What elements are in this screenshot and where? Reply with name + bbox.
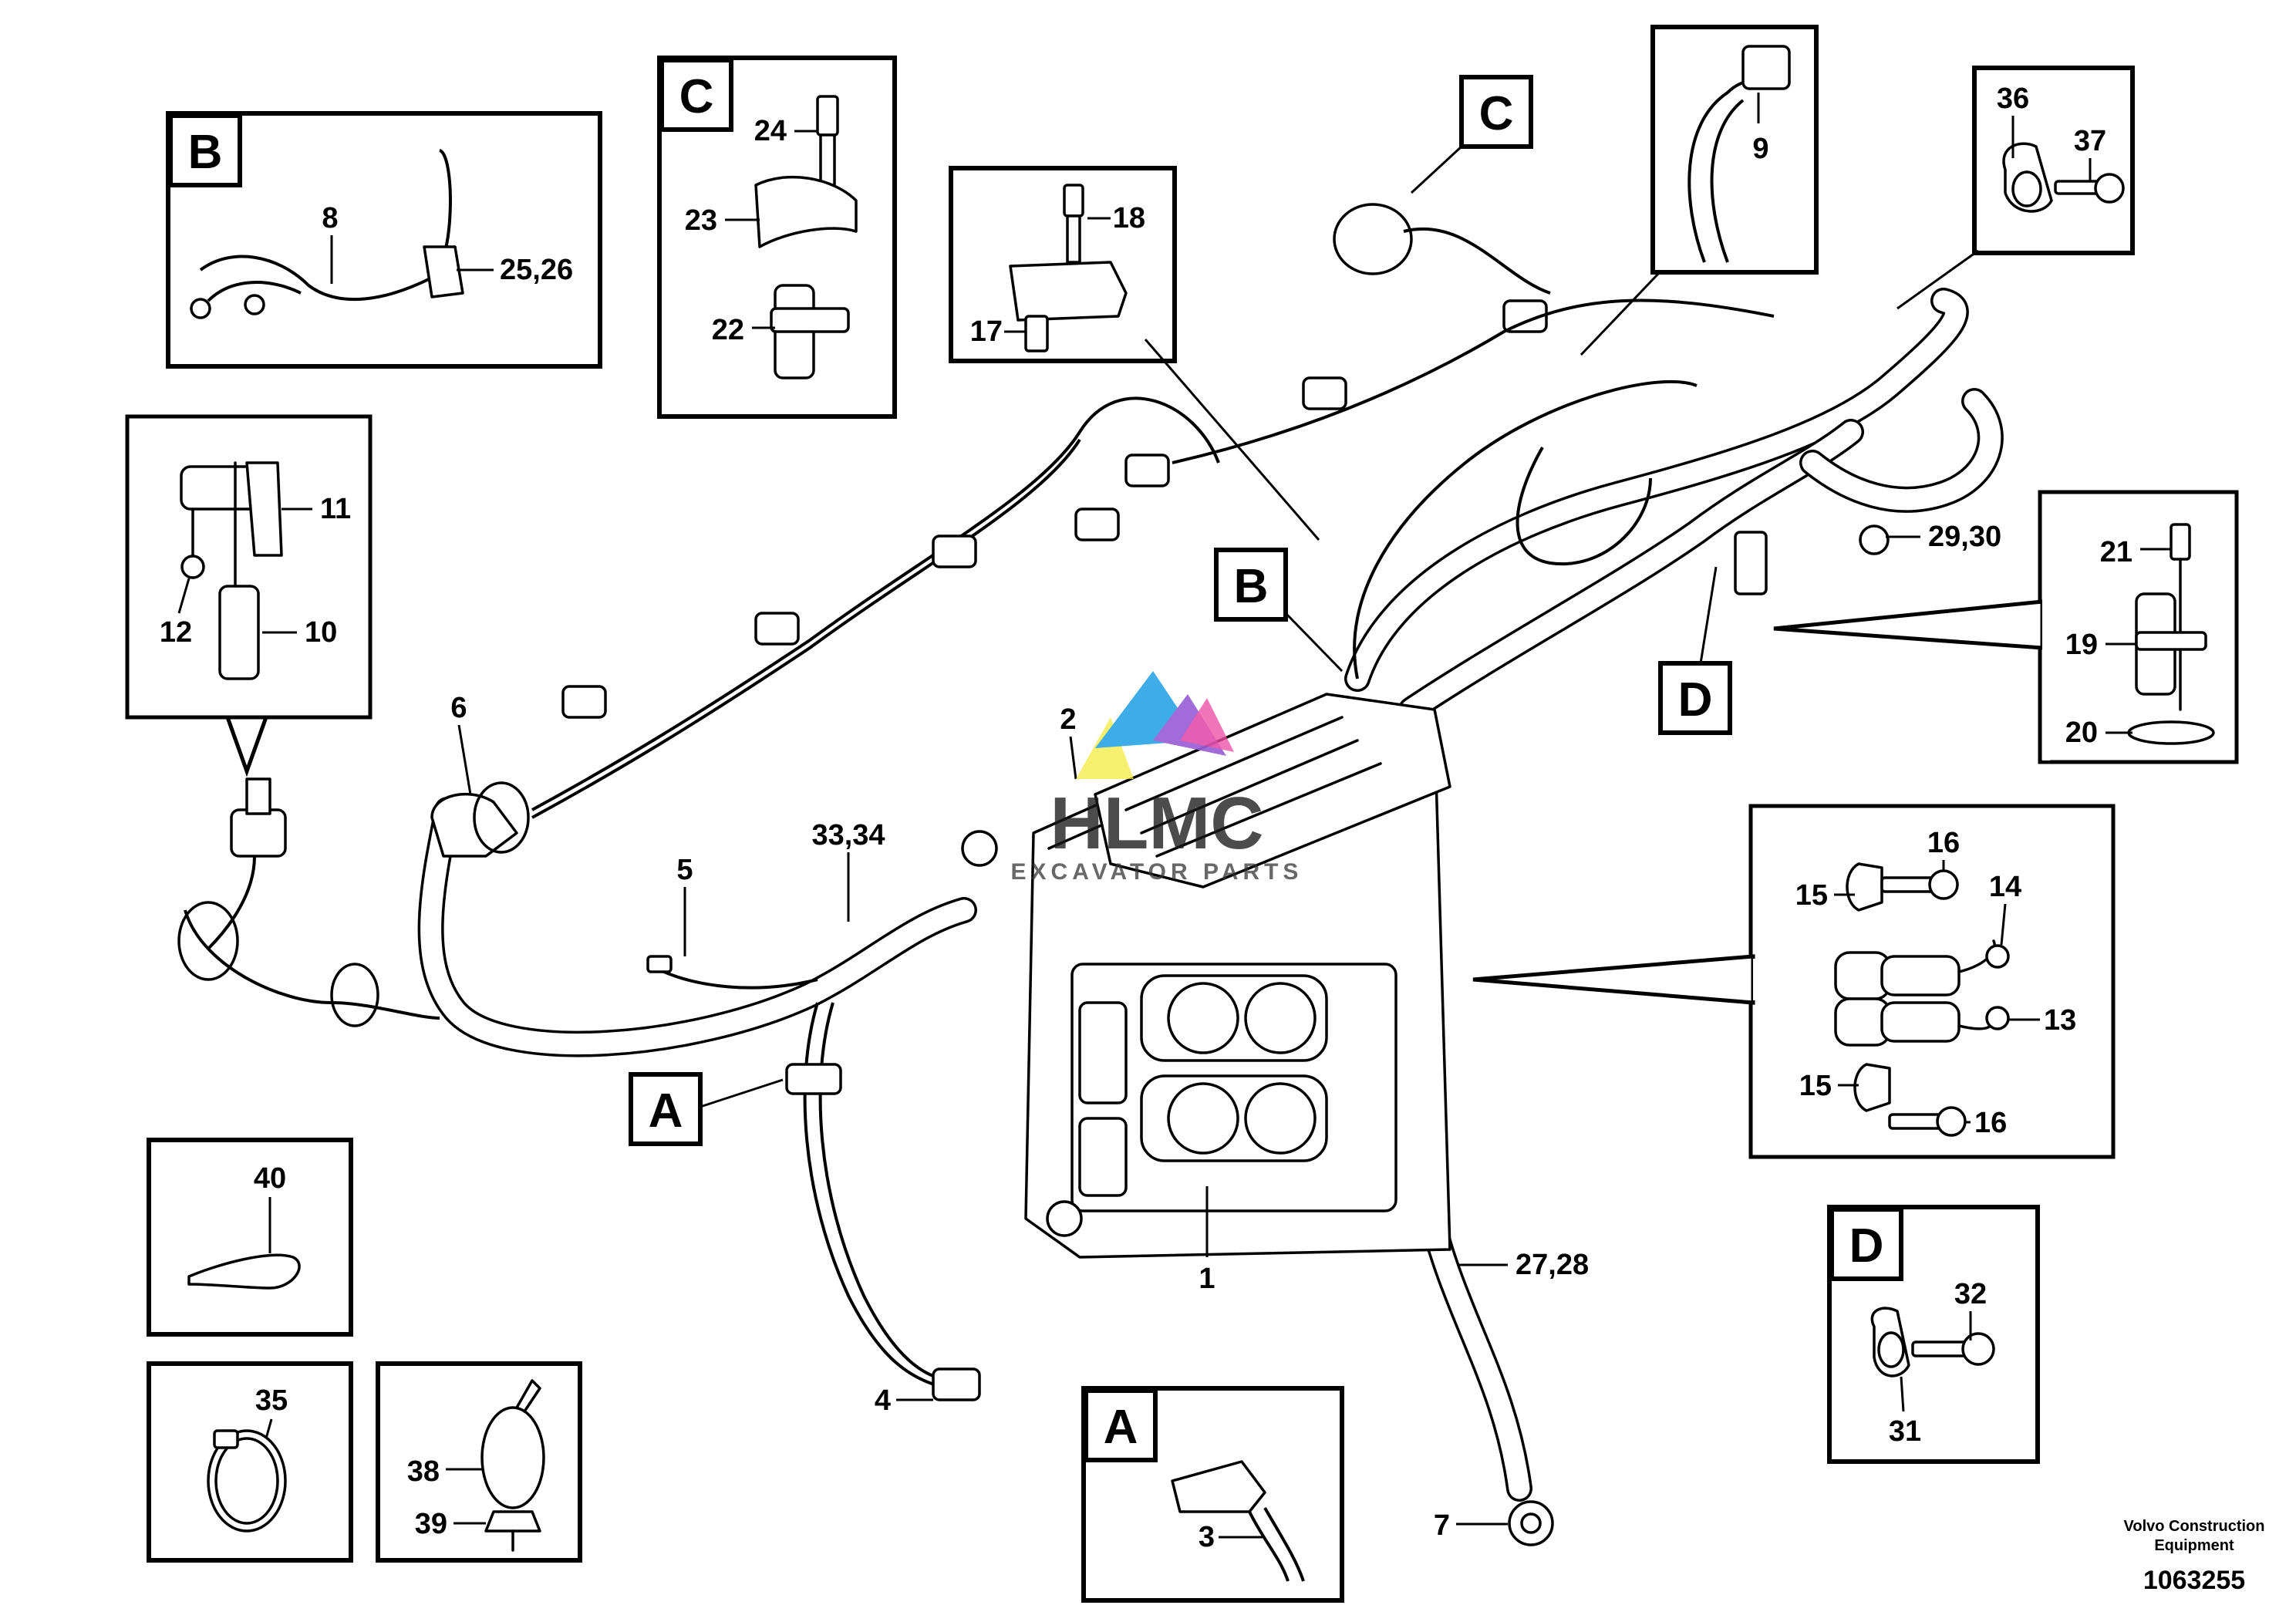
callout-36: 36 xyxy=(1997,83,2029,115)
callout-22: 22 xyxy=(712,314,744,346)
callout-18: 18 xyxy=(1113,202,1145,234)
callout-27-28: 27,28 xyxy=(1515,1249,1589,1281)
callout-8: 8 xyxy=(322,202,338,234)
detail-tag-d-pointer: D xyxy=(1658,566,1732,735)
main-harness xyxy=(177,288,2004,1546)
callout-13: 13 xyxy=(2044,1004,2076,1037)
callout-15-bottom: 15 xyxy=(1799,1070,1832,1102)
callout-40: 40 xyxy=(254,1162,286,1195)
detail-box-35: 35 xyxy=(147,1361,353,1563)
main-callouts: 6 2 33,34 5 1 27,28 29,30 4 7 xyxy=(450,521,2001,1542)
callout-24: 24 xyxy=(754,115,787,147)
detail-tag-a-pointer: A xyxy=(629,1072,784,1146)
footer-block: Volvo Construction Equipment 1063255 xyxy=(2124,1518,2265,1595)
watermark-tagline: EXCAVATOR PARTS xyxy=(1011,859,1303,885)
detail-box-10-11-12: 11 10 12 xyxy=(125,414,373,950)
detail-tag-d: D xyxy=(1849,1219,1884,1273)
callout-37: 37 xyxy=(2074,125,2106,157)
callout-14: 14 xyxy=(1989,871,2021,903)
watermark-logo: HLMC EXCAVATOR PARTS xyxy=(1011,671,1303,885)
detail-box-40: 40 xyxy=(147,1138,353,1337)
footer-company-line1: Volvo Construction xyxy=(2124,1518,2265,1535)
callout-32: 32 xyxy=(1954,1278,1987,1310)
callout-23: 23 xyxy=(685,204,717,237)
callout-2: 2 xyxy=(1060,703,1076,736)
footer-company-line2: Equipment xyxy=(2154,1537,2234,1554)
callout-15-top: 15 xyxy=(1795,879,1828,912)
detail-tag-d-2: D xyxy=(1678,673,1713,727)
callout-16-top: 16 xyxy=(1927,827,1960,859)
callout-3: 3 xyxy=(1199,1521,1215,1553)
callout-1: 1 xyxy=(1199,1263,1215,1295)
callout-9: 9 xyxy=(1752,133,1768,165)
callout-21: 21 xyxy=(2100,536,2132,568)
drawing-number: 1063255 xyxy=(2143,1566,2245,1595)
detail-box-b: B 8 25,26 xyxy=(166,111,602,369)
detail-box-19-20-21: 21 19 20 xyxy=(1773,490,2239,764)
callout-5: 5 xyxy=(676,854,693,886)
callout-17: 17 xyxy=(970,315,1003,348)
watermark-brand: HLMC xyxy=(1050,782,1263,865)
detail-tag-a: A xyxy=(1104,1401,1138,1454)
callout-31: 31 xyxy=(1889,1415,1921,1448)
detail-box-13-16: 15 16 14 13 15 16 xyxy=(1472,804,2116,1159)
detail-tag-b-2: B xyxy=(1234,560,1269,613)
detail-box-9: 9 xyxy=(1580,25,1819,356)
sensor-connector xyxy=(561,299,1548,719)
detail-tag-c-pointer: C xyxy=(1333,75,1551,295)
callout-10: 10 xyxy=(305,616,337,649)
callout-33-34: 33,34 xyxy=(811,819,885,851)
detail-box-sensor-17-18: 18 17 xyxy=(949,166,1320,541)
callout-6: 6 xyxy=(450,692,467,724)
callout-29-30: 29,30 xyxy=(1928,521,2001,553)
callout-7: 7 xyxy=(1434,1509,1450,1542)
callout-19: 19 xyxy=(2065,629,2098,661)
callout-38: 38 xyxy=(407,1455,440,1488)
callout-16-bottom: 16 xyxy=(1974,1107,2007,1139)
callout-39: 39 xyxy=(415,1508,447,1540)
detail-tag-a-2: A xyxy=(649,1084,683,1138)
callout-25-26: 25,26 xyxy=(500,254,573,286)
detail-box-d: D 32 31 xyxy=(1827,1205,2040,1464)
detail-box-38-39: 38 39 xyxy=(376,1361,582,1563)
detail-tag-b: B xyxy=(188,126,223,179)
detail-box-36-37: 36 37 xyxy=(1896,66,2135,310)
detail-tag-c-2: C xyxy=(1479,87,1514,140)
detail-tag-c: C xyxy=(679,70,714,123)
detail-box-c: C 24 23 22 xyxy=(657,56,897,419)
callout-11: 11 xyxy=(320,493,351,525)
detail-tag-b-pointer: B xyxy=(1214,548,1344,673)
callout-12: 12 xyxy=(160,616,192,649)
callout-4: 4 xyxy=(875,1384,891,1417)
ecu-control-unit xyxy=(961,693,1451,1259)
detail-box-a: A 3 xyxy=(1081,1386,1344,1603)
callout-20: 20 xyxy=(2065,717,2098,749)
callout-35: 35 xyxy=(255,1384,288,1417)
